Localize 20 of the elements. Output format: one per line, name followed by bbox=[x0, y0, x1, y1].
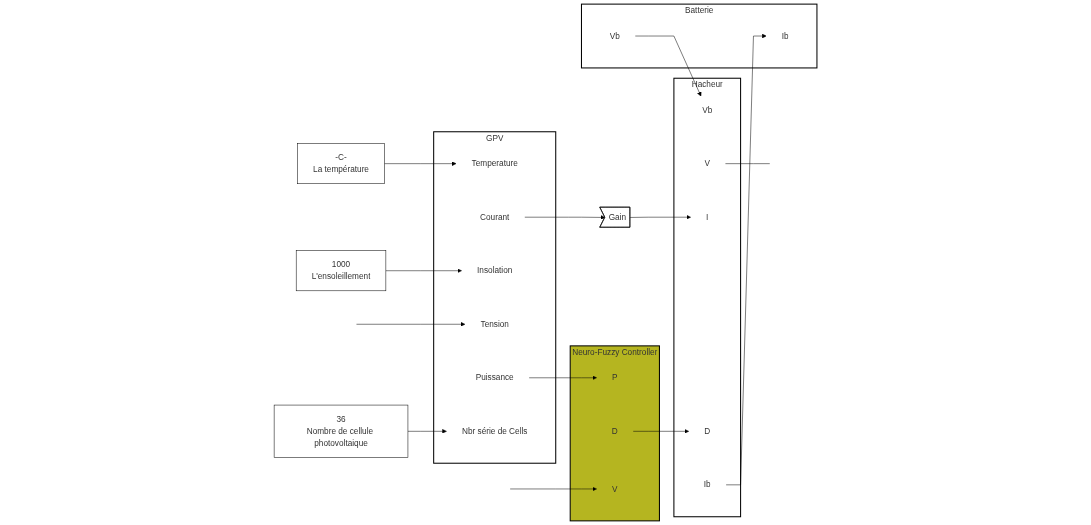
node-text: Vb bbox=[702, 105, 713, 115]
node-text: D bbox=[704, 426, 711, 436]
node-text: P bbox=[612, 373, 618, 382]
node-text: Nbr série de Cells bbox=[461, 426, 528, 436]
node-text: Ib bbox=[703, 480, 711, 489]
node-text: Courant bbox=[480, 212, 510, 222]
connector bbox=[725, 163, 770, 164]
node-box: 1000 L'ensoleillement bbox=[295, 250, 387, 292]
node-text: Puissance bbox=[475, 373, 514, 382]
node-text: Vb bbox=[609, 31, 620, 41]
node-text: Temperature bbox=[471, 159, 518, 168]
node-text: Insolation bbox=[477, 266, 513, 275]
node-box: -C- La température bbox=[297, 143, 385, 184]
node-text: V bbox=[612, 484, 618, 494]
node-text: V bbox=[704, 159, 710, 168]
node-text: Ib bbox=[781, 31, 789, 41]
node-box: 36 Nombre de cellule photovoltaique bbox=[273, 404, 409, 458]
node-text: I bbox=[706, 212, 709, 222]
node-text: Tension bbox=[480, 319, 509, 329]
node-text: D bbox=[611, 426, 618, 436]
